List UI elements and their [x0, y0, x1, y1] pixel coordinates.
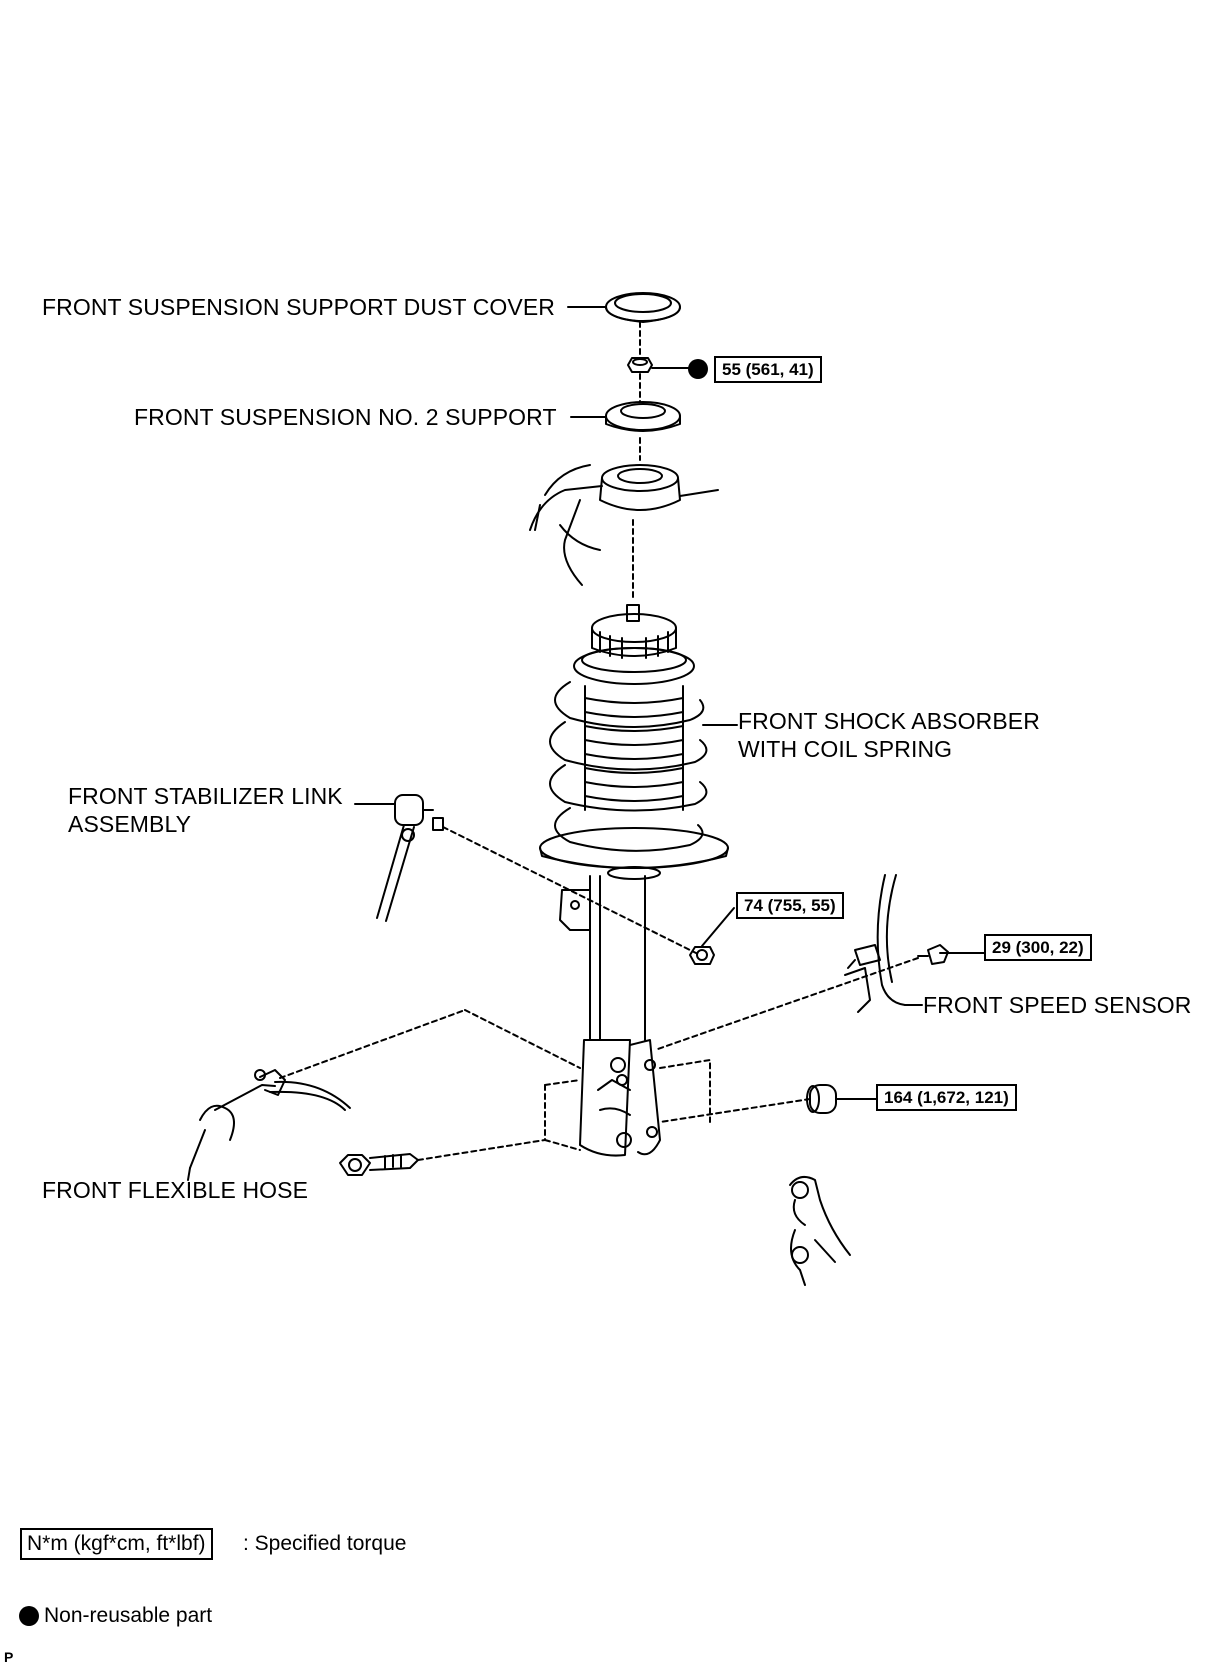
torque-nut-top: 55 (561, 41) [714, 356, 822, 383]
knuckle-nut-part [806, 1084, 877, 1114]
knuckle-bolt-part [339, 1153, 419, 1176]
corner-mark: P [4, 1649, 14, 1665]
speed-sensor-part [844, 874, 906, 1013]
torque-sensor-bolt: 29 (300, 22) [984, 934, 1092, 961]
flexible-hose-label: FRONT FLEXIBLE HOSE [42, 1177, 309, 1203]
dust-cover-label: FRONT SUSPENSION SUPPORT DUST COVER [42, 294, 556, 320]
legend-dot-icon [19, 1606, 39, 1626]
knuckle-bolt-dash [417, 1139, 546, 1161]
sensor-bolt-part [917, 944, 985, 965]
shock-label-line1: FRONT SHOCK ABSORBER [738, 708, 1040, 734]
shock-absorber-part [539, 604, 729, 1157]
stabilizer-nut-part [689, 946, 715, 965]
stabilizer-link-part [376, 794, 444, 922]
hose-dash [279, 1009, 466, 1079]
shock-label-line2: WITH COIL SPRING [738, 736, 953, 762]
dust-cover-part [605, 292, 681, 323]
top-nut-part [627, 357, 653, 373]
torque-stabilizer-nut: 74 (755, 55) [736, 892, 844, 919]
steering-knuckle-part [789, 1175, 851, 1286]
torque-knuckle-nut: 164 (1,672, 121) [876, 1084, 1017, 1111]
flexible-hose-part [189, 1069, 351, 1169]
non-reusable-dot-icon [688, 359, 708, 379]
hose-leader [187, 1167, 191, 1181]
legend-non-reusable: Non-reusable part [44, 1604, 213, 1627]
knuckle-bolt-frame [464, 1009, 711, 1151]
sensor-dash [654, 957, 919, 1051]
no2-support-part [605, 401, 681, 432]
stabilizer-dash [442, 826, 701, 956]
speed-sensor-label: FRONT SPEED SENSOR [923, 992, 1192, 1018]
knuckle-nut-dash [659, 1098, 811, 1123]
stabilizer-label-line1: FRONT STABILIZER LINK [68, 783, 343, 809]
no2-support-label: FRONT SUSPENSION NO. 2 SUPPORT [134, 404, 557, 430]
stabilizer-nut-leader [701, 907, 735, 947]
strut-tower-mount [529, 464, 719, 586]
stabilizer-label-line2: ASSEMBLY [68, 811, 192, 837]
legend-torque-desc: : Specified torque [243, 1532, 407, 1555]
legend-torque-box: N*m (kgf*cm, ft*lbf) [20, 1528, 213, 1560]
